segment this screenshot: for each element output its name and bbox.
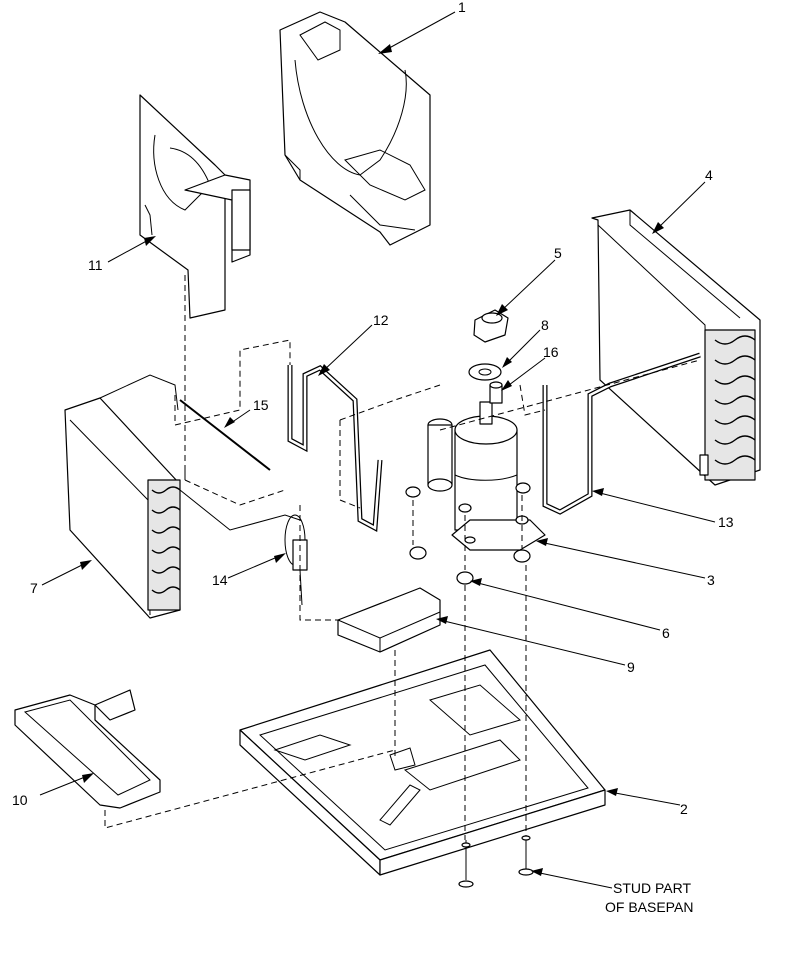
part-8-gasket	[468, 363, 502, 381]
callout-4: 4	[705, 167, 713, 183]
part-12-tubing	[287, 365, 383, 533]
callout-14: 14	[212, 572, 228, 588]
note-stud-line-2: OF BASEPAN	[605, 899, 693, 915]
part-3-compressor	[427, 401, 546, 551]
callout-10: 10	[12, 792, 28, 808]
assembly-dashed-lines	[104, 275, 701, 840]
callout-8: 8	[541, 317, 549, 333]
part-15-sensor-rod	[179, 399, 271, 471]
callout-15: 15	[253, 397, 269, 413]
part-10-drain-tray	[14, 689, 161, 809]
callout-3: 3	[707, 572, 715, 588]
part-16-terminal-fitting	[489, 381, 503, 404]
callout-1: 1	[458, 0, 466, 15]
callout-13: 13	[718, 514, 734, 530]
part-4-condenser-coil	[591, 209, 761, 486]
callout-6: 6	[662, 625, 670, 641]
part-9-control-cover	[337, 587, 441, 653]
part-2-base-pan	[239, 649, 606, 876]
leader-lines	[39, 11, 716, 889]
part-1-fan-shroud	[279, 11, 431, 246]
callout-5: 5	[554, 245, 562, 261]
part-14-thermostat	[179, 489, 308, 606]
callout-7: 7	[30, 580, 38, 596]
note-stud-line-1: STUD PART	[613, 880, 691, 896]
callout-2: 2	[680, 801, 688, 817]
callout-12: 12	[373, 312, 389, 328]
part-11-orifice-panel	[139, 94, 251, 319]
part-6-grommets	[405, 482, 531, 585]
part-7-evaporator-coil	[64, 374, 181, 619]
callout-9: 9	[627, 659, 635, 675]
callout-16: 16	[543, 344, 559, 360]
basepan-studs	[458, 835, 534, 888]
part-13-discharge-tube	[542, 352, 701, 515]
callout-11: 11	[88, 257, 103, 273]
part-5-terminal-cover	[473, 309, 509, 343]
